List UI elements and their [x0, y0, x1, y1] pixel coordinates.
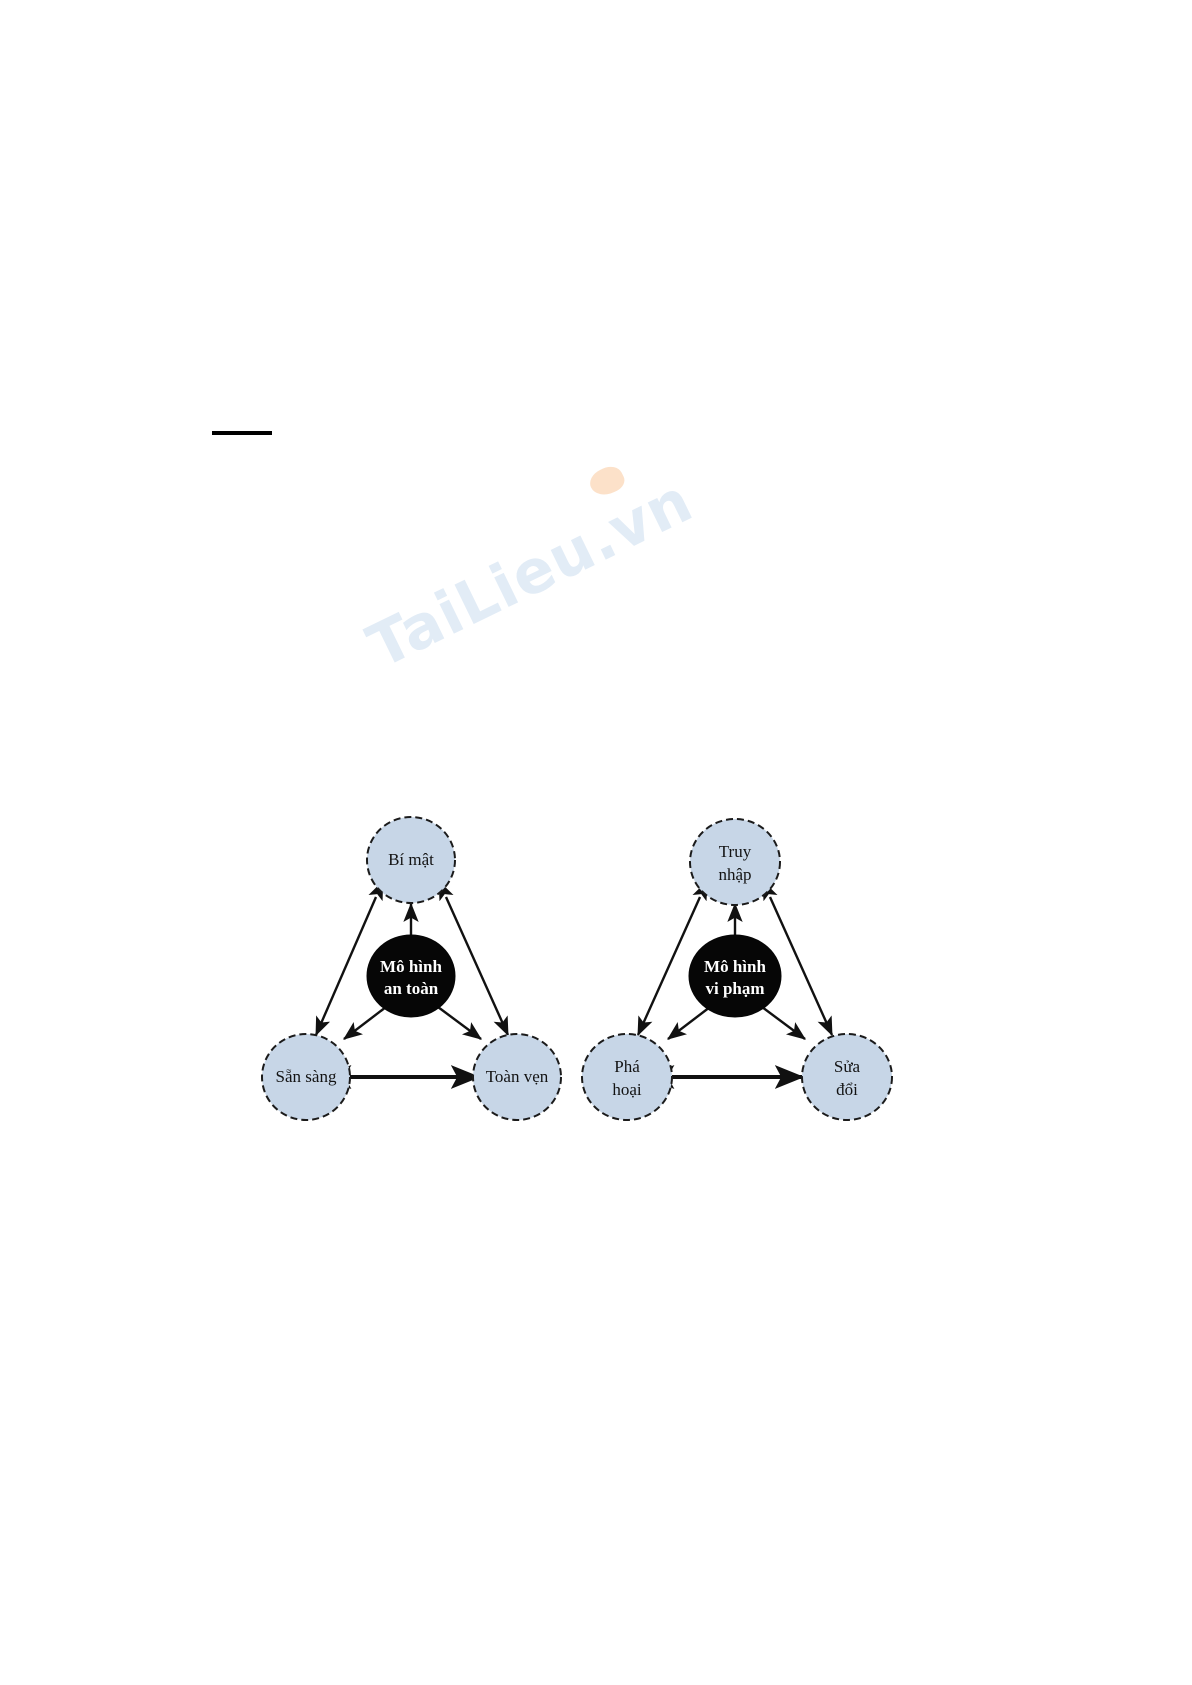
node-bi-mat-label: Bí mật — [388, 850, 434, 869]
node-center-secure-label-line2: an toàn — [384, 979, 439, 998]
diagram-violation-model: Truy nhập Phá hoại Sửa đổi — [581, 818, 893, 1121]
node-truy-nhap-label-line1: Truy — [719, 842, 752, 861]
node-center-violation-label-line1: Mô hình — [704, 957, 766, 976]
horizontal-rule-mark — [212, 431, 272, 435]
edge-truynhap-suadoi — [762, 880, 834, 1037]
node-sua-doi-label-line1: Sửa — [834, 1057, 861, 1076]
node-sua-doi-label-line2: đổi — [836, 1080, 858, 1099]
diagram-secure-model: Bí mật Sẵn sàng Toàn vẹn Mô hình an toàn — [261, 816, 562, 1121]
edge-bimat-sansang — [314, 880, 384, 1037]
edge-center-to-sansang — [343, 1006, 387, 1040]
node-pha-hoai[interactable]: Phá hoại — [581, 1033, 673, 1121]
node-san-sang[interactable]: Sẵn sàng — [261, 1033, 351, 1121]
node-bi-mat[interactable]: Bí mật — [366, 816, 456, 904]
edge-bimat-toanven — [438, 880, 510, 1037]
edge-center-to-phahoai — [667, 1006, 711, 1040]
node-center-violation-model[interactable]: Mô hình vi phạm — [688, 934, 782, 1018]
node-toan-ven-label: Toàn vẹn — [486, 1067, 549, 1086]
node-center-secure-label-line1: Mô hình — [380, 957, 442, 976]
edge-truynhap-phahoai — [636, 880, 708, 1037]
node-san-sang-label: Sẵn sàng — [276, 1067, 337, 1086]
node-pha-hoai-label-line1: Phá — [614, 1057, 640, 1076]
edge-center-to-suadoi — [761, 1006, 806, 1040]
node-truy-nhap-label-line2: nhập — [718, 865, 751, 884]
edge-center-to-toanven — [437, 1006, 482, 1040]
node-toan-ven[interactable]: Toàn vẹn — [472, 1033, 562, 1121]
node-sua-doi[interactable]: Sửa đổi — [801, 1033, 893, 1121]
node-center-violation-label-line2: vi phạm — [705, 979, 764, 998]
node-center-secure-model[interactable]: Mô hình an toàn — [366, 934, 456, 1018]
node-pha-hoai-label-line2: hoại — [612, 1080, 642, 1099]
node-truy-nhap[interactable]: Truy nhập — [689, 818, 781, 906]
